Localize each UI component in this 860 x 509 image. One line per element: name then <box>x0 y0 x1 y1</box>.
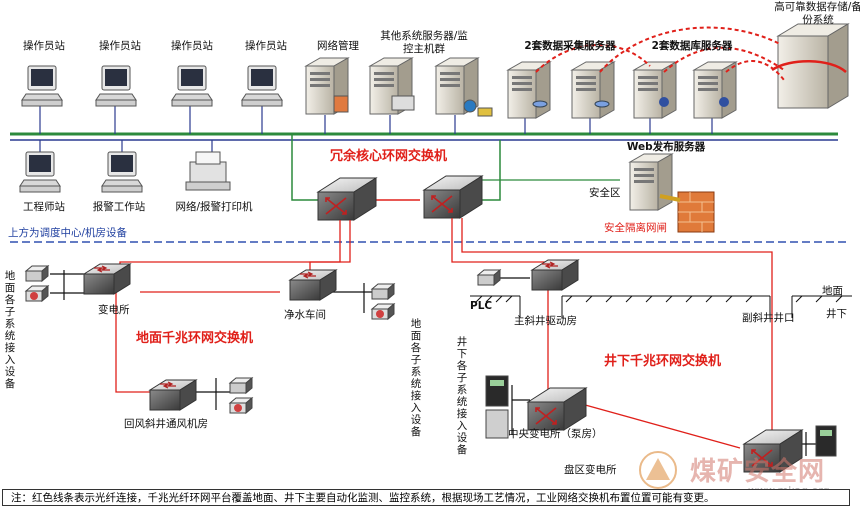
isolation-gate-label: 安全隔离网闸 <box>604 222 667 234</box>
operator-station-label-1: 操作员站 <box>23 40 65 52</box>
footnote: 注：红色线条表示光纤连接，千兆光纤环网平台覆盖地面、井下主要自动化监测、监控系统… <box>2 489 850 506</box>
substation-label: 变电所 <box>98 304 130 316</box>
ground-label: 地面 <box>822 285 843 297</box>
central-substation-label: 中央变电所（泵房） <box>508 428 603 440</box>
surface-subsystem-mid-label: 地面各子系统接入设备 <box>410 318 422 438</box>
database-servers-label: 2套数据库服务器 <box>651 40 733 52</box>
surface-subsystem-side-label: 地面各子系统接入设备 <box>4 270 16 390</box>
core-switch-label: 冗余核心环网交换机 <box>330 149 448 164</box>
dispatch-center-label: 上方为调度中心/机房设备 <box>8 227 128 239</box>
underground-ring-switch-label: 井下千兆环网交换机 <box>604 354 722 369</box>
underground-subsystem-side-label: 井下各子系统接入设备 <box>456 336 468 456</box>
main-shaft-label: 主斜井驱动房 <box>514 315 577 327</box>
water-plant-label: 净水车间 <box>284 309 326 321</box>
aux-shaft-label: 副斜井井口 <box>742 312 795 324</box>
printer-label: 网络/报警打印机 <box>175 201 253 213</box>
operator-station-label-2: 操作员站 <box>99 40 141 52</box>
web-server-label: Web发布服务器 <box>626 141 706 153</box>
return-air-fan-label: 回风斜井通风机房 <box>124 418 208 430</box>
operator-station-label-4: 操作员站 <box>245 40 287 52</box>
engineer-station-label: 工程师站 <box>23 201 65 213</box>
surface-ring-switch-label: 地面千兆环网交换机 <box>136 331 254 346</box>
underground-label: 井下 <box>826 308 847 320</box>
storage-backup-label: 高可靠数据存储/备份系统 <box>774 1 860 26</box>
acquisition-servers-label: 2套数据采集服务器 <box>524 40 616 52</box>
watermark-text: 煤矿安全网 <box>690 457 826 487</box>
watermark-logo <box>639 451 677 489</box>
other-servers-label: 其他系统服务器/监控主机群 <box>380 30 468 55</box>
safe-zone-label: 安全区 <box>589 187 621 199</box>
alarm-workstation-label: 报警工作站 <box>92 201 146 213</box>
district-substation-label: 盘区变电所 <box>564 464 617 476</box>
operator-station-label-3: 操作员站 <box>171 40 213 52</box>
plc-label: PLC <box>470 300 493 312</box>
network-management-label: 网络管理 <box>317 40 359 52</box>
